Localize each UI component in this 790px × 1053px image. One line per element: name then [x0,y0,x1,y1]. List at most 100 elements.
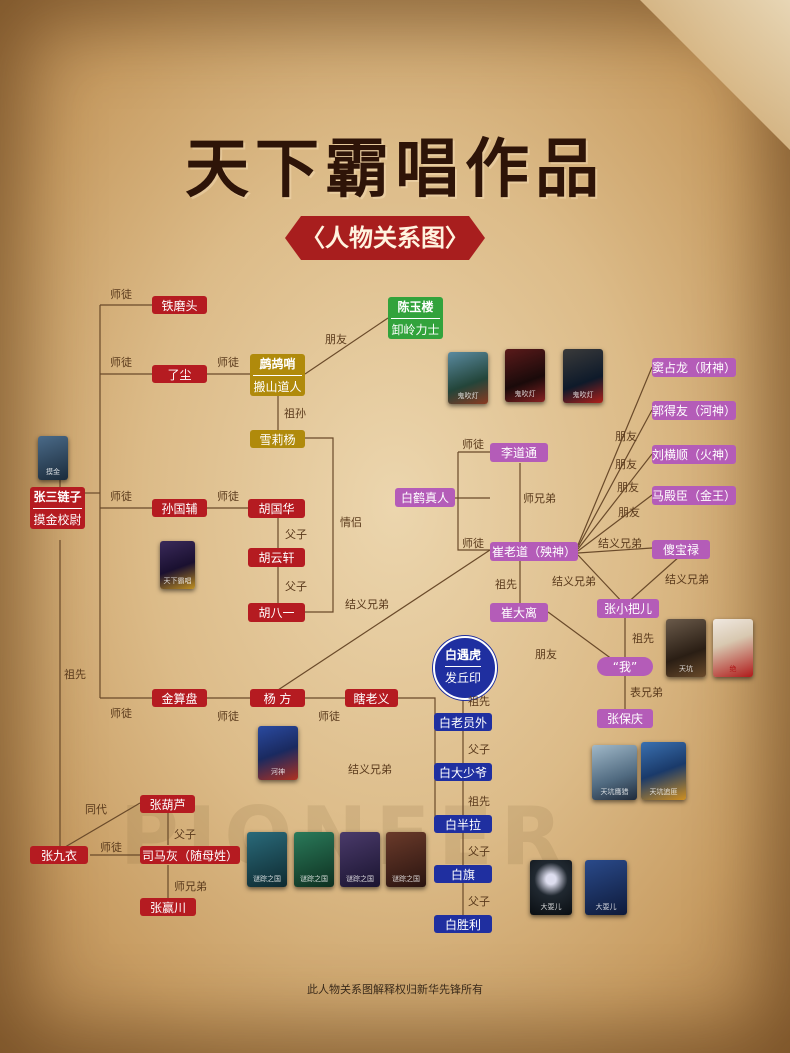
relation-label: 父子 [468,743,490,756]
relation-label: 朋友 [535,648,557,661]
relation-label: 朋友 [618,506,640,519]
node-simahui: 司马灰（随母姓） [140,846,240,864]
node-chenyulou: 陈玉楼 卸岭力士 [388,297,443,339]
relation-label: 师兄弟 [523,492,556,505]
node-zhangsan-role: 摸金校尉 [33,508,82,528]
node-madianchen: 马殿臣（金王） [652,486,736,505]
node-zhanghulu: 张葫芦 [140,795,195,813]
book-cover: 天坑鹰猎 [592,745,637,800]
book-cover: 鬼吹灯 [448,352,488,404]
node-hubayi: 胡八一 [248,603,305,622]
relation-label: 祖先 [468,695,490,708]
book-cover: 天下霸唱 [160,541,195,589]
node-zhangsan: 张三链子 摸金校尉 [30,487,85,529]
relation-label: 师徒 [217,490,239,503]
node-tiemotou: 铁磨头 [152,296,207,314]
book-cover: 大耍儿 [585,860,627,915]
node-baibanla: 白半拉 [434,815,492,833]
node-baiqi: 白旗 [434,865,492,883]
relation-label: 朋友 [615,430,637,443]
book-cover: 天坑 [666,619,706,677]
node-liaochen: 了尘 [152,365,207,383]
relation-label: 祖先 [64,668,86,681]
node-lidaotong: 李道通 [490,443,548,462]
relation-label: 结义兄弟 [345,598,389,611]
node-xueliyang: 雪莉杨 [250,430,305,448]
book-cover: 河神 [258,726,298,780]
relation-label: 祖先 [468,795,490,808]
relation-label: 祖先 [632,632,654,645]
relation-label: 同代 [85,803,107,816]
node-baishengli: 白胜利 [434,915,492,933]
relation-label: 师徒 [462,438,484,451]
node-yangfang: 杨 方 [250,689,305,707]
node-zhangbaoqing: 张保庆 [597,709,653,728]
relation-label: 结义兄弟 [348,763,392,776]
relation-label: 师徒 [217,710,239,723]
relation-label: 朋友 [325,333,347,346]
node-douzhanlong: 窦占龙（财神） [652,358,736,377]
book-cover: 绝 [713,619,753,677]
node-zhangxiaobaer: 张小把儿 [597,599,659,618]
node-zhangsan-name: 张三链子 [33,490,82,504]
relation-label: 结义兄弟 [665,573,709,586]
node-wo: “我” [597,657,653,676]
node-baiyuhu: 白遇虎 发丘印 [433,638,493,694]
node-guodeyou: 郭得友（河神） [652,401,736,420]
page-title: 天下霸唱作品 [185,132,605,207]
relation-label: 朋友 [615,458,637,471]
node-shabaolu: 傻宝禄 [652,540,710,559]
relation-label: 师徒 [110,288,132,301]
book-cover: 大耍儿 [530,860,572,915]
node-jinsuanpan: 金算盘 [152,689,207,707]
book-cover: 谜踪之国 [340,832,380,887]
node-cuidali: 崔大离 [490,603,548,622]
relation-label: 祖先 [495,578,517,591]
book-cover: 谜踪之国 [386,832,426,887]
relation-label: 祖孙 [284,407,306,420]
node-zhangjiuyi: 张九衣 [30,846,88,864]
book-cover: 谜踪之国 [247,832,287,887]
relation-label: 情侣 [340,516,362,529]
node-baiyuhu-role: 发丘印 [444,666,481,686]
relation-label: 父子 [468,845,490,858]
node-chenyulou-role: 卸岭力士 [391,318,440,338]
node-baidashaoye: 白大少爷 [434,763,492,781]
node-xialaoyi: 瞎老义 [345,689,398,707]
node-zhangyingchuan: 张赢川 [140,898,196,916]
subtitle: 〈人物关系图〉 [301,223,469,252]
node-huguohua: 胡国华 [248,499,305,518]
node-bailaoyuanwai: 白老员外 [434,713,492,731]
node-huyunxuan: 胡云轩 [248,548,305,567]
relation-label: 父子 [468,895,490,908]
book-cover: 鬼吹灯 [563,349,603,403]
node-liuhengshun: 刘横顺（火神） [652,445,736,464]
book-cover: 鬼吹灯 [505,349,545,402]
relation-label: 父子 [174,828,196,841]
node-chenyulou-name: 陈玉楼 [397,300,434,314]
node-baiyuhu-name: 白遇虎 [444,648,481,662]
node-sunguofu: 孙国辅 [152,499,207,517]
relation-label: 师徒 [217,356,239,369]
relation-label: 朋友 [617,481,639,494]
relation-label: 师徒 [110,707,132,720]
relation-label: 父子 [285,580,307,593]
relation-label: 表兄弟 [630,686,663,699]
relation-label: 师徒 [110,356,132,369]
node-gegeshao-role: 搬山道人 [253,375,302,395]
relation-label: 师徒 [100,841,122,854]
node-gegeshao-name: 鹧鸪哨 [259,357,296,371]
node-baiyuhu-circle [433,636,497,700]
footer-note: 此人物关系图解释权归新华先锋所有 [307,983,483,996]
book-cover: 天坑追匪 [641,742,686,800]
relation-label: 结义兄弟 [598,537,642,550]
node-baihezhenren: 白鹤真人 [395,488,455,507]
node-gegeshao: 鹧鸪哨 搬山道人 [250,354,305,396]
relation-label: 结义兄弟 [552,575,596,588]
subtitle-banner [285,216,485,260]
node-cuilaodao: 崔老道（殃神） [490,542,578,561]
book-cover: 摸金 [38,436,68,480]
relation-label: 师徒 [462,537,484,550]
book-cover: 谜踪之国 [294,832,334,887]
